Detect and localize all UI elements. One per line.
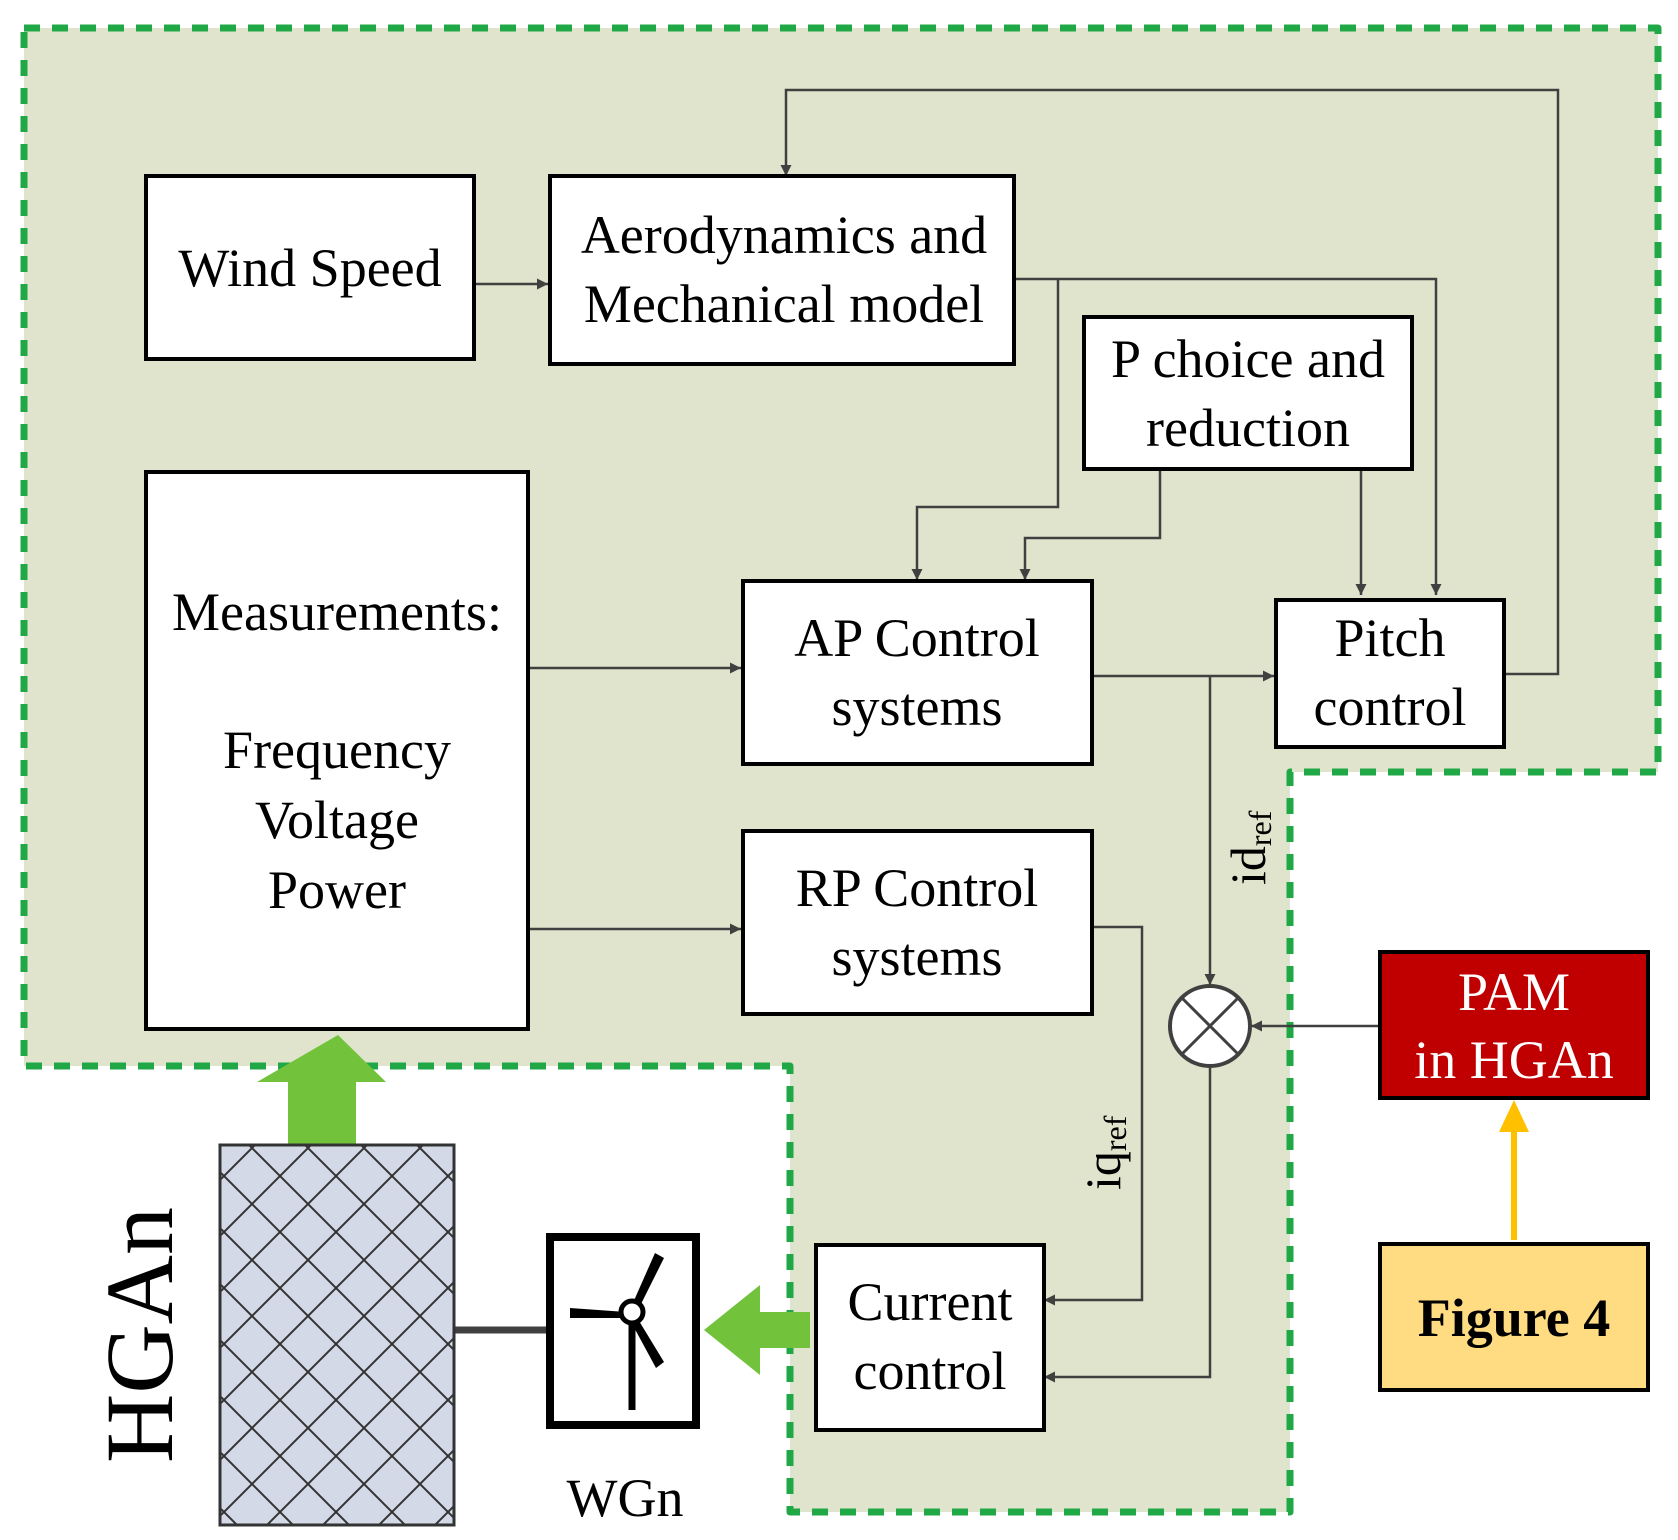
iqref-label: iqref: [1075, 1115, 1133, 1190]
p-choice-reduction-block: P choice and reduction: [1082, 315, 1414, 471]
measurement-frequency: Frequency: [223, 720, 451, 780]
ap-label-line2: systems: [831, 677, 1002, 737]
wire-aero-to-pitch: [1014, 277, 1442, 595]
current-control-block: Current control: [814, 1243, 1046, 1432]
pitch-label-line2: control: [1314, 677, 1467, 737]
ap-control-block: AP Control systems: [741, 579, 1094, 766]
pam-label-line1: PAM: [1458, 962, 1570, 1022]
rp-label-line1: RP Control: [796, 858, 1039, 918]
pam-label-line2: in HGAn: [1414, 1030, 1614, 1090]
pitch-label-line1: Pitch: [1334, 608, 1445, 668]
pitch-control-block: Pitch control: [1274, 598, 1506, 749]
figure-4-label: Figure 4: [1418, 1288, 1610, 1348]
figure-4-block: Figure 4: [1378, 1242, 1650, 1392]
wire-aero-to-ap: [911, 279, 1060, 580]
wind-speed-label: Wind Speed: [178, 238, 441, 298]
pam-block: PAM in HGAn: [1378, 950, 1650, 1100]
current-label-line2: control: [854, 1341, 1007, 1401]
measurement-voltage: Voltage: [255, 790, 419, 850]
current-label-line1: Current: [848, 1272, 1013, 1332]
wind-speed-block: Wind Speed: [144, 174, 476, 361]
ap-label-line1: AP Control: [794, 608, 1040, 668]
green-arrow-left: [704, 1285, 810, 1375]
idref-label: idref: [1220, 810, 1278, 885]
wgn-label: WGn: [567, 1468, 684, 1528]
wire-iqref: [1044, 925, 1144, 1306]
wind-turbine-icon: [546, 1233, 700, 1429]
wire-pitch-to-aero: [780, 88, 1560, 676]
hgan-label: HGAn: [86, 1207, 193, 1463]
wire-multiplier-to-current: [1044, 1067, 1212, 1383]
yellow-arrow-head: [1499, 1100, 1529, 1132]
measurement-power: Power: [268, 860, 406, 920]
rp-label-line2: systems: [831, 927, 1002, 987]
pchoice-label-line1: P choice and: [1111, 329, 1385, 389]
wire-pchoice-to-ap: [1019, 469, 1162, 580]
measurements-block: Measurements: Frequency Voltage Power: [144, 470, 530, 1031]
pchoice-label-line2: reduction: [1146, 398, 1350, 458]
aero-label-line1: Aerodynamics and: [581, 205, 987, 265]
measurements-title: Measurements:: [172, 582, 502, 642]
multiplier-junction: [1168, 984, 1252, 1068]
rp-control-block: RP Control systems: [741, 829, 1094, 1016]
hgan-block: [218, 1143, 456, 1527]
aero-mechanical-block: Aerodynamics and Mechanical model: [548, 174, 1016, 366]
green-arrow-up-shaft: [318, 1082, 356, 1145]
aero-label-line2: Mechanical model: [584, 274, 984, 334]
